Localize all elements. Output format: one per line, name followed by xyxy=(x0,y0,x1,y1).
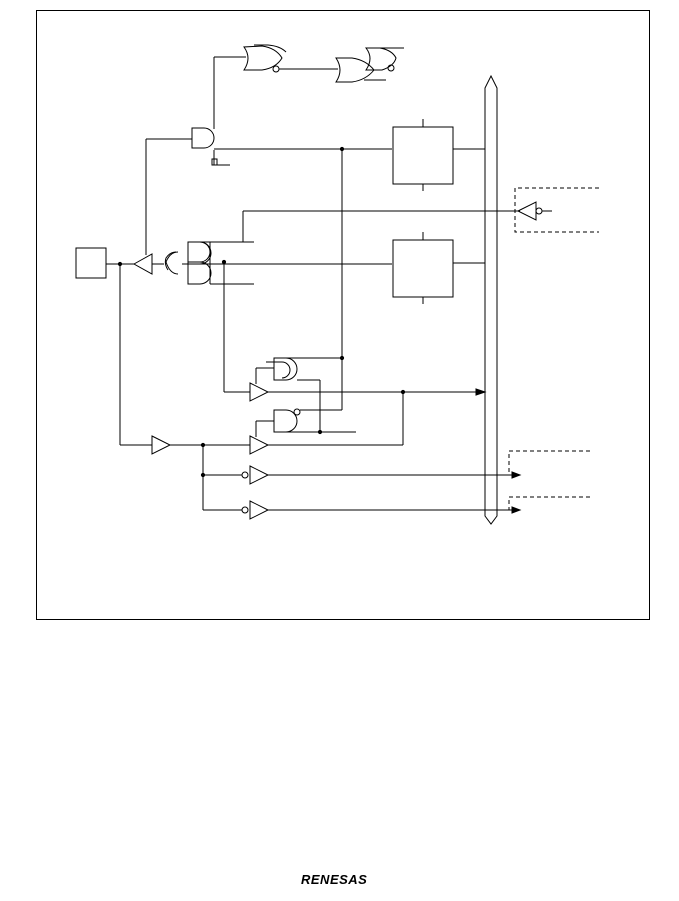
and-gate-low-1-front xyxy=(266,361,291,379)
and-gate-top xyxy=(191,127,215,149)
register-2 xyxy=(392,239,454,298)
dashed-external-box xyxy=(514,187,599,233)
output-inverter xyxy=(516,201,537,221)
tristate-buffer-2 xyxy=(249,435,270,455)
small-tap xyxy=(211,158,218,166)
nor-gate-top-right xyxy=(335,57,375,83)
internal-bus xyxy=(484,74,498,525)
inverter-bubble xyxy=(535,207,543,215)
nor-gate-top-left-back xyxy=(254,44,287,53)
tristate-buffer-1 xyxy=(249,382,270,402)
and-gate-mid-upper xyxy=(188,241,254,263)
output-arrow xyxy=(511,506,522,514)
register-1 xyxy=(392,126,454,185)
and-gate-low-2 xyxy=(273,409,298,433)
inverter-bubble xyxy=(387,64,395,72)
junction-dot xyxy=(200,472,206,478)
inverting-buffer-2 xyxy=(249,500,270,520)
and-gate-mid-b xyxy=(187,261,212,285)
dashed-external-line xyxy=(508,450,590,475)
and-gate-mid-upper-body xyxy=(164,251,177,271)
or-shape-mid xyxy=(165,251,179,275)
inverter-bubble xyxy=(241,471,249,479)
inverter-bubble xyxy=(272,65,280,73)
pin-box xyxy=(75,247,107,279)
output-arrow xyxy=(511,471,522,479)
renesas-logo: RENESAS xyxy=(301,872,368,887)
and-gate-mid-a xyxy=(187,241,212,265)
dashed-external-line xyxy=(508,496,590,510)
nor-gate-top-left xyxy=(243,45,283,71)
diagram-frame xyxy=(36,10,650,620)
bus-arrow xyxy=(475,388,487,396)
input-buffer-low xyxy=(151,435,172,455)
inverter-bubble xyxy=(241,506,249,514)
input-buffer xyxy=(132,253,153,275)
inverter-bubble xyxy=(293,408,301,416)
inverting-buffer-1 xyxy=(249,465,270,485)
